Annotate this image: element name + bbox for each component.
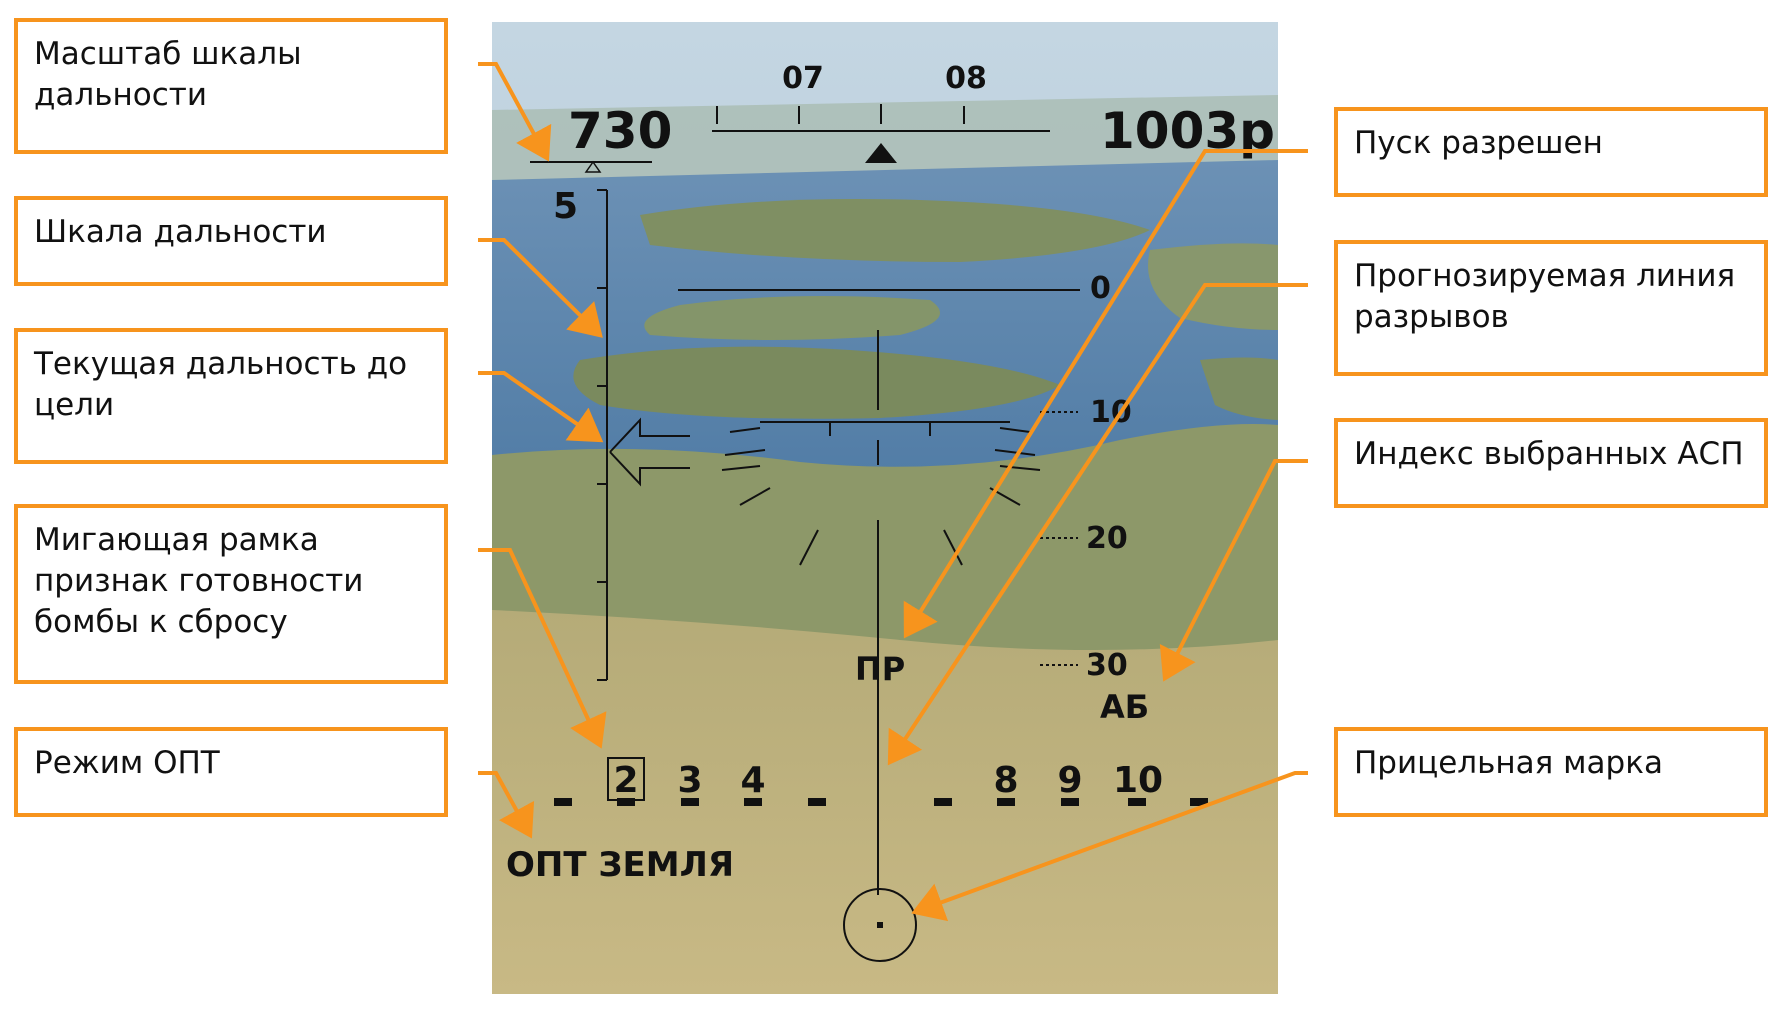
station-2: 2 — [613, 760, 638, 801]
callout-bomb-ready-frame: Мигающая рамка признак готовности бомбы … — [14, 504, 448, 684]
station-3: 3 — [677, 760, 702, 801]
heading-label-07: 07 — [782, 61, 824, 96]
callout-range-scale-text: Масштаб шкалы дальности — [34, 36, 302, 113]
station-4: 4 — [740, 760, 765, 801]
heading-label-08: 08 — [945, 61, 987, 96]
hud-right-value: 1003р — [1100, 102, 1275, 160]
callout-aiming-mark-text: Прицельная марка — [1354, 745, 1663, 781]
station-8: 8 — [993, 760, 1018, 801]
callout-range-scale-bar: Шкала дальности — [14, 196, 448, 286]
weapon-index-label: АБ — [1100, 688, 1149, 726]
callout-aiming-mark: Прицельная марка — [1334, 727, 1768, 817]
station-10: 10 — [1113, 760, 1163, 801]
range-scale-value: 5 — [553, 186, 578, 227]
aiming-mark-icon — [843, 888, 917, 962]
callout-current-range-text: Текущая дальность до цели — [34, 346, 408, 423]
callout-bomb-ready-frame-text: Мигающая рамка признак готовности бомбы … — [34, 522, 364, 640]
heading-pointer-icon — [865, 143, 897, 163]
callout-current-range: Текущая дальность до цели — [14, 328, 448, 464]
current-range-arrow-icon — [609, 417, 690, 487]
callout-selected-weapon-index-text: Индекс выбранных АСП — [1354, 436, 1744, 472]
callout-opt-mode: Режим ОПТ — [14, 727, 448, 817]
callout-selected-weapon-index: Индекс выбранных АСП — [1334, 418, 1768, 508]
station-9: 9 — [1057, 760, 1082, 801]
range-scale — [530, 161, 652, 681]
pitch-label-0: 0 — [1090, 271, 1111, 306]
launch-permitted-label: ПР — [855, 650, 905, 688]
pitch-label-10: 10 — [1090, 395, 1132, 430]
callout-predicted-burst-line-text: Прогнозируемая линия разрывов — [1354, 258, 1736, 335]
callout-launch-permitted-text: Пуск разрешен — [1354, 125, 1603, 161]
mode-label: ОПТ ЗЕМЛЯ — [506, 845, 734, 885]
pitch-label-20: 20 — [1086, 521, 1128, 556]
heading-scale — [712, 104, 1050, 132]
callout-range-scale: Масштаб шкалы дальности — [14, 18, 448, 154]
hud-left-value: 730 — [568, 102, 672, 160]
callout-range-scale-bar-text: Шкала дальности — [34, 214, 327, 250]
callout-opt-mode-text: Режим ОПТ — [34, 745, 220, 781]
aiming-dot — [877, 922, 883, 928]
callout-launch-permitted: Пуск разрешен — [1334, 107, 1768, 197]
pitch-label-30: 30 — [1086, 648, 1128, 683]
range-scale-marker-icon — [584, 160, 602, 173]
callout-predicted-burst-line: Прогнозируемая линия разрывов — [1334, 240, 1768, 376]
